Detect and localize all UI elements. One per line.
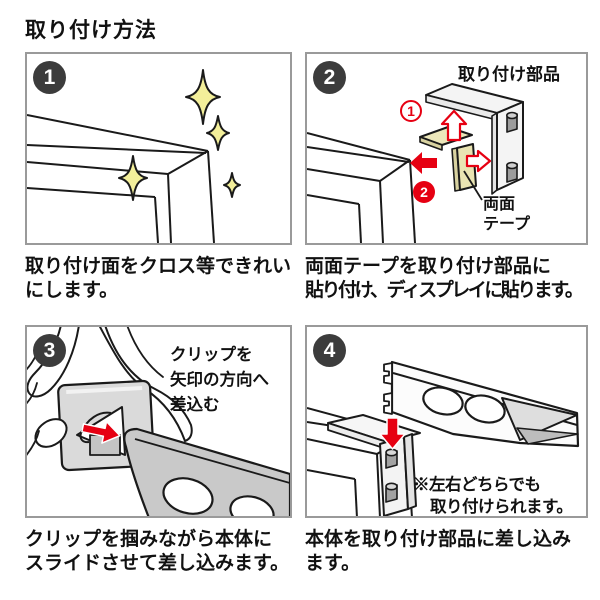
body-hole [422, 386, 464, 416]
left-arrow-icon [410, 152, 437, 174]
sparkle-icon [118, 155, 148, 201]
display-corner-graphic [27, 114, 215, 243]
body-hook [383, 392, 393, 415]
left-right-note: ※左右どちらでも 取り付けられます。 [413, 476, 573, 516]
main-body-graphic [123, 427, 290, 516]
sparkle-icon [206, 115, 230, 151]
step-number-badge-3: 3 [33, 334, 66, 367]
clip-direction-note: クリップを 矢印の方向へ 差込む [170, 346, 269, 414]
down-arrow-icon [379, 417, 406, 450]
step-mark-2-icon: 2 [413, 181, 435, 203]
mounting-part-label: 取り付け部品 [458, 65, 560, 84]
step1-caption: 取り付け面をクロス等できれい にします。 [25, 256, 292, 301]
step-panel-3: 3 [25, 325, 292, 518]
step-panel-2: 2 [305, 52, 588, 245]
bracket-peg [385, 482, 398, 503]
thumb [34, 418, 68, 448]
step-mark-1-icon: 1 [400, 100, 422, 122]
body-hole [229, 495, 275, 516]
tape-leader-line [463, 170, 483, 201]
step4-caption: 本体を取り付け部品に差し込み ます。 [305, 529, 572, 574]
page-title: 取り付け方法 [25, 19, 157, 42]
main-body-graphic [383, 360, 580, 448]
body-hole [162, 477, 214, 515]
right-arrow-icon [465, 149, 492, 173]
mounting-bracket-graphic [425, 83, 524, 195]
step-number-badge-1: 1 [33, 61, 66, 94]
body-hole [464, 394, 506, 424]
mounting-bracket-graphic [327, 414, 421, 516]
step2-caption: 両面テープを取り付け部品に 貼り付け、ディスプレイに貼ります。 [305, 256, 584, 301]
up-arrow-icon [440, 109, 468, 142]
bracket-peg [506, 161, 519, 183]
step4-illustration [307, 360, 580, 516]
display-corner-graphic [307, 132, 416, 243]
step-number-badge-2: 2 [313, 61, 346, 94]
bracket-peg [506, 111, 519, 133]
step-panel-1: 1 [25, 52, 292, 245]
tape-label: 両面 テープ [483, 196, 531, 233]
step-panel-4: 4 [305, 325, 588, 518]
step1-illustration [27, 69, 241, 243]
step2-illustration [307, 83, 524, 243]
sparkle-icon [185, 69, 221, 125]
sparkle-icon [223, 172, 241, 198]
step3-caption: クリップを掴みながら本体に スライドさせて差し込みます。 [25, 529, 290, 574]
bracket-peg [385, 448, 398, 469]
slide-arrow-icon [81, 420, 121, 444]
body-hook [383, 362, 393, 385]
step-number-badge-4: 4 [313, 334, 346, 367]
step3-illustration [27, 327, 290, 516]
